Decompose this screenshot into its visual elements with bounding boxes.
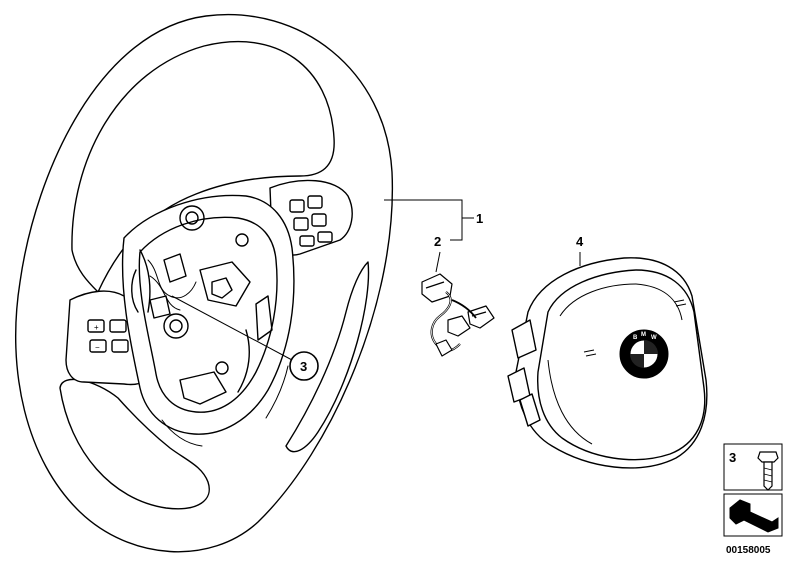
svg-text:+: +	[94, 323, 99, 332]
callout-3-leader	[171, 295, 293, 361]
legend-bolt: 3	[723, 443, 783, 491]
harness-plug	[435, 339, 453, 357]
left-button-minus	[89, 339, 107, 353]
callout-2-leader	[435, 251, 441, 273]
wiring-harness	[421, 273, 495, 357]
bolt-icon	[757, 451, 779, 491]
bmw-logo: B M W	[619, 329, 669, 379]
airbag-cover	[537, 269, 706, 461]
callout-3-bubble	[289, 351, 319, 381]
right-button-4	[311, 213, 327, 227]
callout-1-label: 1	[476, 211, 483, 226]
wheel-hub-frame	[121, 194, 295, 435]
left-button-plus	[87, 319, 105, 333]
airbag-module	[507, 257, 708, 469]
legend-symbol	[723, 493, 783, 537]
legend-item-number: 3	[729, 450, 736, 465]
upper-mount-boss	[179, 205, 205, 231]
svg-text:W: W	[651, 335, 657, 341]
wheel-hub-inner	[138, 216, 278, 413]
right-button-6	[317, 231, 333, 243]
callout-1-leader	[384, 199, 474, 241]
callout-2-label: 2	[434, 234, 441, 249]
wheel-rim-outer	[15, 14, 394, 553]
steering-wheel: + −	[15, 14, 394, 553]
wheel-opening-lower-left	[59, 378, 210, 510]
wheel-rim-inner	[71, 41, 335, 293]
airbag-mount-tab	[511, 319, 537, 359]
diagram-code: 00158005	[726, 545, 771, 556]
wheel-opening-lower-right	[285, 261, 370, 453]
left-button-b	[111, 339, 129, 353]
svg-text:B: B	[633, 335, 638, 341]
svg-text:−: −	[95, 343, 100, 352]
left-button-a	[109, 319, 127, 333]
right-button-5	[299, 235, 315, 247]
callout-3-label: 3	[300, 359, 307, 374]
svg-text:M: M	[641, 332, 646, 338]
bracket-icon	[729, 499, 779, 533]
lower-mount-boss	[163, 313, 189, 339]
right-button-3	[293, 217, 309, 231]
right-button-2	[307, 195, 323, 209]
harness-connector-mid	[447, 315, 471, 337]
right-button-1	[289, 199, 305, 213]
callout-4-label: 4	[576, 234, 584, 249]
harness-connector-right	[467, 305, 495, 329]
